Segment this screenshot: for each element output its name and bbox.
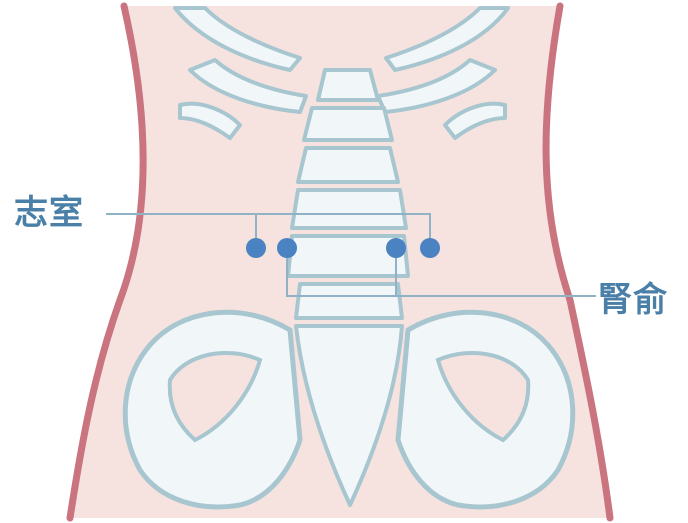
acupoint-zhishi-right bbox=[420, 238, 440, 258]
acupoint-shenshu-right bbox=[386, 238, 406, 258]
zhishi-label: 志室 bbox=[14, 196, 84, 230]
shenshu-label: 腎俞 bbox=[598, 283, 668, 317]
acupoint-shenshu-left bbox=[277, 238, 297, 258]
acupoint-zhishi-left bbox=[246, 238, 266, 258]
